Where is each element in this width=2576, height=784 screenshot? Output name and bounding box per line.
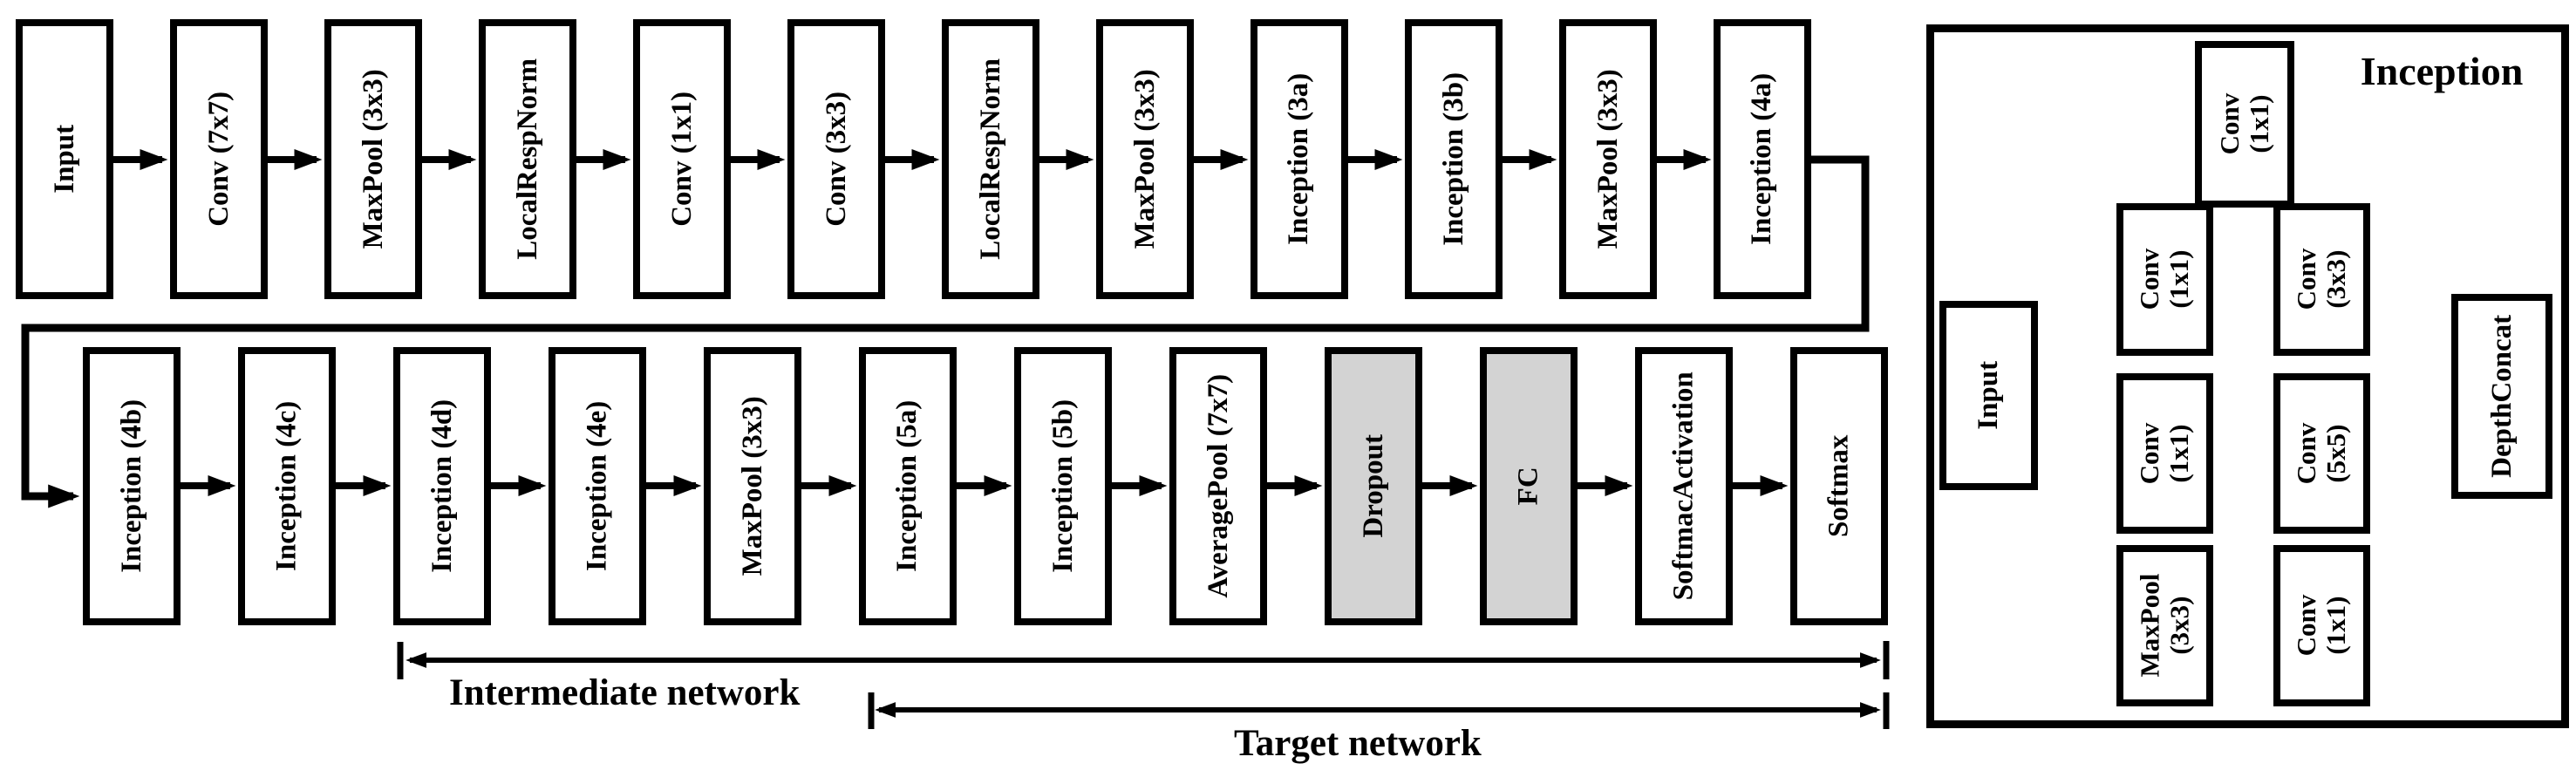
block-inception-3b: Inception (3b) [1405, 19, 1503, 299]
block-inception-3a: Inception (3a) [1251, 19, 1348, 299]
block-conv-7x7: Conv (7x7) [170, 19, 268, 299]
block-label: Inception (5a) [891, 399, 923, 573]
block-label: MaxPool (3x3) [736, 396, 768, 576]
block-inception-5b: Inception (5b) [1014, 347, 1112, 625]
module-depthconcat-block: DepthConcat [2451, 294, 2552, 499]
wraparound-connector [21, 155, 1870, 508]
block-maxpool-3x3-2: MaxPool (3x3) [1096, 19, 1194, 299]
module-input-block: Input [1939, 301, 2038, 490]
block-inception-4c: Inception (4c) [238, 347, 336, 625]
block-label: AveragePool (7x7) [1202, 374, 1234, 598]
block-label: Conv (5x5) [2291, 422, 2352, 485]
block-inception-5a: Inception (5a) [859, 347, 957, 625]
intermediate-network-span [397, 641, 1890, 679]
block-label: MaxPool (3x3) [357, 69, 389, 249]
block-inception-4e: Inception (4e) [549, 347, 646, 625]
intermediate-network-label: Intermediate network [449, 672, 801, 713]
block-label: Inception (5b) [1046, 399, 1079, 573]
block-inception-4a: Inception (4a) [1714, 19, 1811, 299]
module-branch2-conv3x3-block: Conv (3x3) [2273, 203, 2370, 356]
block-softmac-activation: SoftmacActivation [1635, 347, 1733, 625]
block-label: Conv (1x1) [2291, 595, 2352, 657]
block-label: Conv (1x1) [2134, 249, 2195, 310]
block-localrespnorm-1: LocalRespNorm [479, 19, 576, 299]
target-network-span [868, 692, 1890, 729]
block-label: Input [1973, 361, 2005, 430]
block-label: Conv (3x3) [2291, 249, 2352, 310]
module-branch1-conv1x1-block: Conv (1x1) [2195, 41, 2294, 208]
block-maxpool-3x3-3: MaxPool (3x3) [1559, 19, 1657, 299]
module-branch2-conv1x1-block: Conv (1x1) [2116, 203, 2213, 356]
block-label: Inception (4e) [581, 400, 613, 572]
block-label: Conv (1x1) [2134, 422, 2195, 485]
block-label: MaxPool (3x3) [2134, 574, 2195, 678]
block-label: SoftmacActivation [1667, 372, 1700, 601]
block-averagepool-7x7: AveragePool (7x7) [1169, 347, 1267, 625]
block-maxpool-3x3-1: MaxPool (3x3) [324, 19, 422, 299]
block-softmax: Softmax [1790, 347, 1888, 625]
block-label: Conv (1x1) [665, 92, 698, 227]
block-label: Input [48, 125, 80, 194]
block-label: Inception (4d) [426, 399, 458, 573]
block-label: Inception (4c) [270, 400, 303, 572]
module-branch3-conv1x1-block: Conv (1x1) [2116, 373, 2213, 534]
block-localrespnorm-2: LocalRespNorm [942, 19, 1039, 299]
block-label: Inception (4a) [1746, 72, 1778, 246]
block-label: MaxPool (3x3) [1591, 69, 1624, 249]
block-dropout: Dropout [1325, 347, 1422, 625]
block-inception-4d: Inception (4d) [393, 347, 491, 625]
block-label: LocalRespNorm [511, 58, 543, 260]
block-fc: FC [1480, 347, 1578, 625]
block-label: Inception (3a) [1283, 72, 1315, 246]
block-label: FC [1512, 467, 1544, 506]
block-label: Conv (3x3) [820, 92, 852, 227]
block-label: Inception (3b) [1437, 72, 1469, 246]
block-label: Conv (1x1) [2213, 93, 2274, 155]
block-conv-1x1: Conv (1x1) [633, 19, 731, 299]
module-branch4-maxpool-block: MaxPool (3x3) [2116, 545, 2213, 706]
block-label: MaxPool (3x3) [1128, 69, 1161, 249]
target-network-label: Target network [1234, 723, 1482, 764]
block-label: Conv (7x7) [202, 92, 235, 227]
block-maxpool-3x3-4: MaxPool (3x3) [704, 347, 801, 625]
block-label: DepthConcat [2485, 314, 2518, 478]
block-label: LocalRespNorm [974, 58, 1006, 260]
block-label: Dropout [1357, 434, 1389, 538]
block-inception-4b: Inception (4b) [83, 347, 181, 625]
block-label: Softmax [1823, 434, 1855, 538]
block-conv-3x3: Conv (3x3) [787, 19, 885, 299]
block-input: Input [16, 19, 113, 299]
module-branch3-conv5x5-block: Conv (5x5) [2273, 373, 2370, 534]
inception-module-title: Inception [2360, 49, 2524, 93]
module-branch4-conv1x1-block: Conv (1x1) [2273, 545, 2370, 706]
block-label: Inception (4b) [115, 399, 147, 573]
